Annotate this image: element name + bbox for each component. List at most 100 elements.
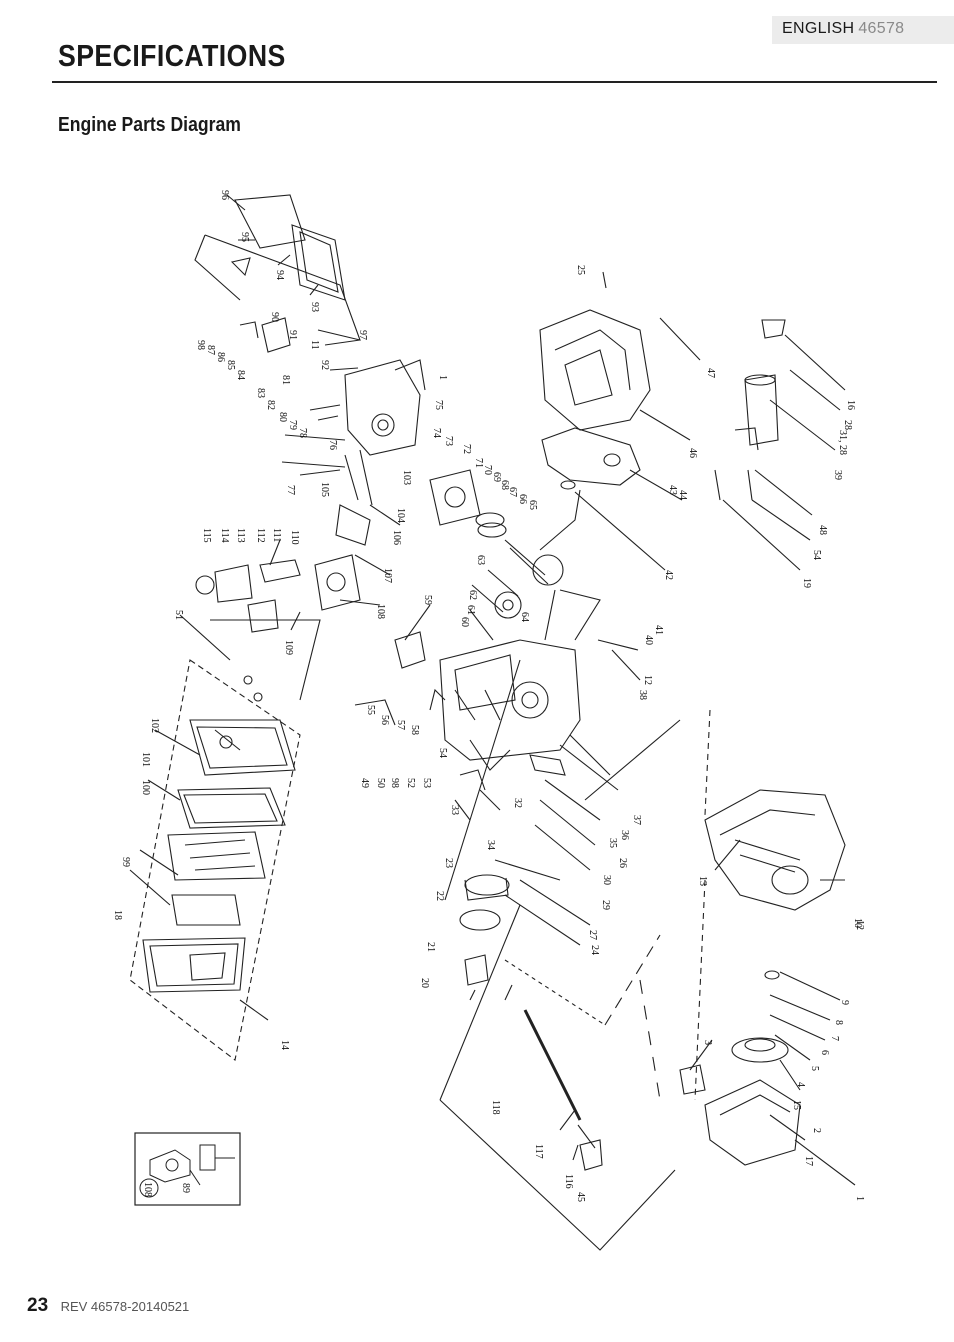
part-number-label: 30 bbox=[601, 875, 612, 885]
part-number-label: 36 bbox=[619, 830, 630, 840]
part-number-label: 56 bbox=[379, 715, 390, 725]
title-rule bbox=[52, 81, 937, 83]
part-number-label: 92 bbox=[319, 360, 330, 370]
part-number-label: 62 bbox=[467, 590, 478, 600]
part-number-label: 35 bbox=[607, 838, 618, 848]
part-number-label: 53 bbox=[421, 778, 432, 788]
part-number-label: 63 bbox=[475, 555, 486, 565]
part-number-label: 76 bbox=[327, 440, 338, 450]
part-number-label: 64 bbox=[519, 612, 530, 622]
part-number-label: 32 bbox=[512, 798, 523, 808]
part-number-label: 83 bbox=[255, 388, 266, 398]
part-number-label: 39 bbox=[832, 470, 843, 480]
part-number-label: 97 bbox=[357, 330, 368, 340]
part-number-label: 106 bbox=[391, 530, 402, 545]
page-number: 23 bbox=[27, 1295, 49, 1316]
part-number-label: 48 bbox=[817, 525, 828, 535]
inset-labels: 108 89 bbox=[142, 1182, 191, 1197]
part-number-label: 82 bbox=[265, 400, 276, 410]
part-number-label: 93 bbox=[309, 302, 320, 312]
part-number-label: 5 bbox=[809, 1066, 820, 1071]
part-number-label: 108 bbox=[375, 604, 386, 619]
part-number-label: 55 bbox=[365, 705, 376, 715]
part-number-label: 10 bbox=[852, 918, 863, 928]
part-number-label: 75 bbox=[433, 400, 444, 410]
part-number-label: 21 bbox=[425, 942, 436, 952]
section-title: Engine Parts Diagram bbox=[58, 114, 241, 136]
part-number-label: 26 bbox=[617, 858, 628, 868]
part-number-label: 109 bbox=[283, 640, 294, 655]
part-number-label: 12 bbox=[854, 920, 865, 930]
part-number-label: 91 bbox=[287, 330, 298, 340]
part-number-label: 101 bbox=[140, 752, 151, 767]
part-number-label: 1 bbox=[437, 375, 448, 380]
part-number-label: 107 bbox=[382, 568, 393, 583]
part-number-label: 98 bbox=[195, 340, 206, 350]
part-number-label: 6 bbox=[819, 1050, 830, 1055]
model-number: 46578 bbox=[858, 20, 905, 37]
part-number-label: 65 bbox=[527, 500, 538, 510]
part-number-label: 67 bbox=[507, 487, 518, 497]
part-number-label: 54 bbox=[437, 748, 448, 758]
part-number-label: 13 bbox=[697, 876, 708, 886]
part-number-label: 84 bbox=[235, 370, 246, 380]
part-number-label: 59 bbox=[422, 595, 433, 605]
part-number-label: 22 bbox=[434, 891, 445, 901]
part-number-label: 74 bbox=[431, 428, 442, 438]
part-number-label: 45 bbox=[575, 1192, 586, 1202]
part-number-label: 81 bbox=[280, 375, 291, 385]
part-number-label: 2 bbox=[811, 1128, 822, 1133]
part-number-label: 99 bbox=[120, 857, 131, 867]
part-number-label: 95 bbox=[239, 232, 250, 242]
part-number-label: 7 bbox=[829, 1036, 840, 1041]
part-number-label: 117 bbox=[533, 1144, 544, 1159]
part-number-label: 94 bbox=[274, 270, 285, 280]
inset-part-label: 89 bbox=[180, 1183, 191, 1193]
part-number-label: 47 bbox=[705, 368, 716, 378]
part-number-label: 57 bbox=[395, 720, 406, 730]
part-number-label: 100 bbox=[140, 780, 151, 795]
part-number-label: 16 bbox=[845, 400, 856, 410]
part-number-label: 24 bbox=[589, 945, 600, 955]
part-number-label: 86 bbox=[215, 352, 226, 362]
part-number-label: 44 bbox=[677, 490, 688, 500]
part-number-label: 112 bbox=[255, 528, 266, 543]
part-number-label: 118 bbox=[490, 1100, 501, 1115]
part-number-label: 49 bbox=[359, 778, 370, 788]
revision-label: REV 46578-20140521 bbox=[60, 1299, 190, 1314]
part-number-label: 3 bbox=[702, 1040, 713, 1045]
part-number-label: 1 bbox=[854, 1196, 865, 1201]
part-number-label: 85 bbox=[225, 360, 236, 370]
part-number-label: 111 bbox=[271, 528, 282, 542]
part-number-label: 52 bbox=[405, 778, 416, 788]
part-number-label: 37 bbox=[631, 815, 642, 825]
part-number-label: 31, 28 bbox=[837, 430, 848, 455]
part-number-label: 61 bbox=[465, 605, 476, 615]
part-number-label: 29 bbox=[600, 900, 611, 910]
part-number-label: 54 bbox=[811, 550, 822, 560]
part-number-label: 80 bbox=[277, 412, 288, 422]
part-number-label: 70 bbox=[482, 465, 493, 475]
part-number-label: 25 bbox=[575, 265, 586, 275]
part-number-label: 115 bbox=[201, 528, 212, 543]
part-number-label: 77 bbox=[285, 485, 296, 495]
part-number-label: 8 bbox=[833, 1020, 844, 1025]
part-number-label: 19 bbox=[801, 578, 812, 588]
part-number-label: 38 bbox=[637, 690, 648, 700]
part-number-label: 18 bbox=[112, 910, 123, 920]
part-number-label: 43 bbox=[667, 485, 678, 495]
part-number-label: 15 bbox=[791, 1100, 802, 1110]
part-number-label: 42 bbox=[663, 570, 674, 580]
part-number-label: 68 bbox=[499, 480, 510, 490]
part-number-label: 110 bbox=[289, 530, 300, 545]
part-number-label: 14 bbox=[279, 1040, 290, 1050]
part-number-label: 73 bbox=[443, 436, 454, 446]
page-footer: 23 REV 46578-20140521 bbox=[27, 1295, 189, 1317]
part-number-label: 116 bbox=[563, 1174, 574, 1189]
inset-part-label: 108 bbox=[142, 1182, 153, 1197]
part-number-label: 98 bbox=[389, 778, 400, 788]
language-text: ENGLISH bbox=[782, 20, 855, 37]
part-number-label: 27 bbox=[587, 930, 598, 940]
